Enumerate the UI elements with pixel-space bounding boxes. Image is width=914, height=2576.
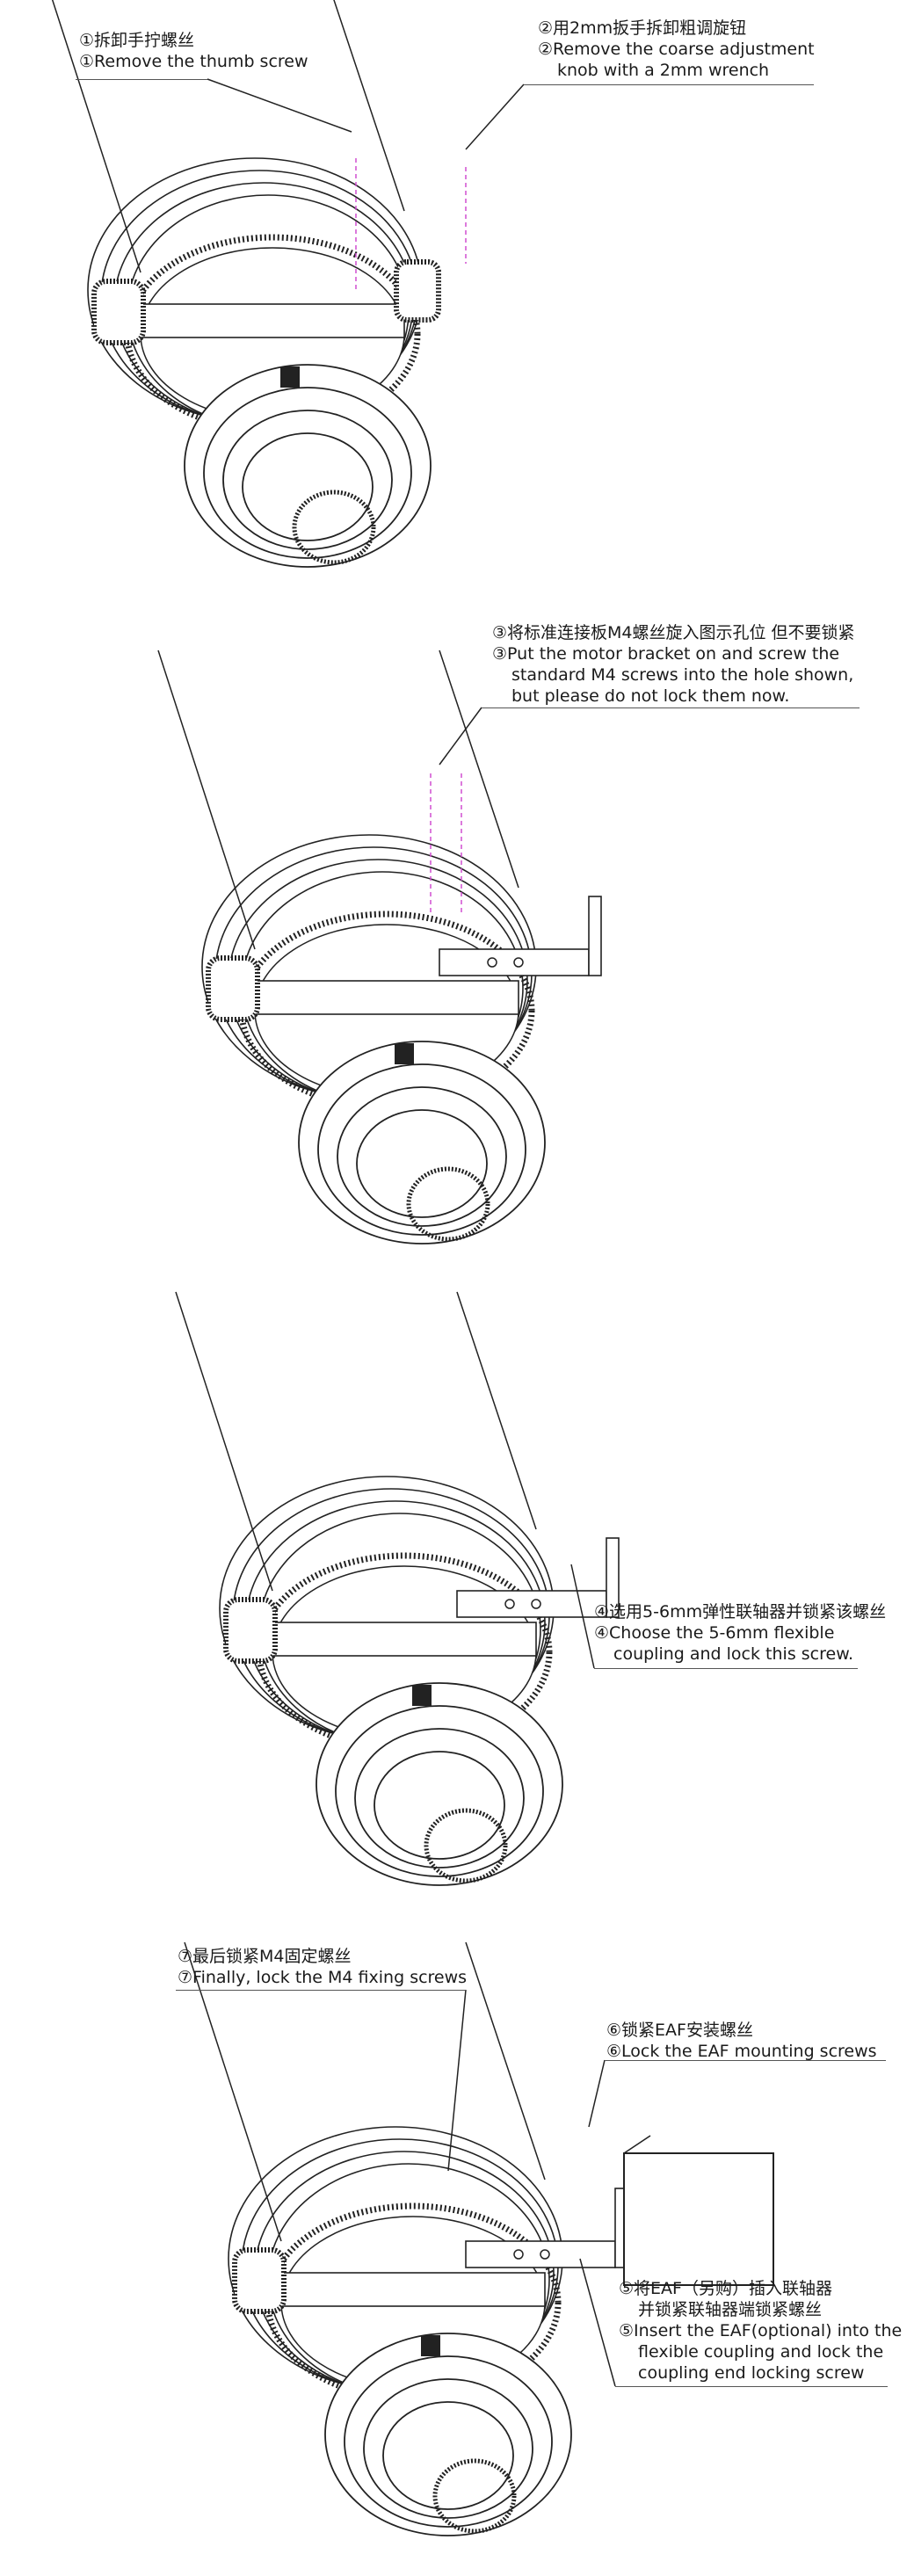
tube-edge-line [439,649,519,889]
pinion-shaft [272,1622,537,1657]
step-2-underline [524,84,814,85]
step-1-en: ①Remove the thumb screw [79,52,308,71]
pinion-shaft [280,2272,546,2307]
drawtube-ring [222,410,393,550]
eaf-motor [623,2152,774,2286]
step-4-en-1: ④Choose the 5-6mm flexible [594,1623,835,1643]
drawtube-ring [324,2333,572,2536]
drawtube-ring [242,432,374,541]
drawtube-ring [356,1109,488,1218]
step-4-note: ④选用5-6mm弹性联轴器并锁紧该螺丝 ④Choose the 5-6mm fl… [594,1601,886,1665]
motor-bracket-upright [606,1537,620,1618]
step-2-en-1: ②Remove the coarse adjustment [538,40,815,59]
tube-edge-line [465,1941,546,2181]
drawtube-ring [203,387,412,559]
step-5-zh-2: 并锁紧联轴器端锁紧螺丝 [638,2300,823,2319]
coarse-knob-left [232,2247,287,2314]
tube-edge-line [333,0,405,212]
m4-screw [531,1599,541,1609]
step-5-note: ⑤将EAF（另购）插入联轴器 并锁紧联轴器端锁紧螺丝 ⑤Insert the E… [619,2278,902,2384]
tube-edge-line [456,1291,537,1530]
eyepiece-opening [292,490,376,565]
drawtube-ring [382,2401,514,2510]
pinion-shaft [140,303,405,338]
leader-line [588,2059,606,2128]
leader-line [439,707,482,766]
thumb-screw [280,366,300,388]
coarse-knob-left [91,279,146,345]
tube-edge-line [157,649,256,950]
drawtube-ring [363,2378,533,2519]
drawtube-ring [298,1041,546,1244]
step-4-en-2: coupling and lock this screw. [613,1644,854,1664]
drawtube-ring [374,1751,505,1860]
tube-edge-line [184,1941,282,2242]
m4-screw [540,2249,550,2260]
tube-edge-line [175,1291,273,1592]
leader-line [579,2258,616,2387]
eyepiece-opening [432,2458,517,2534]
step-3-zh: ③将标准连接板M4螺丝旋入图示孔位 但不要锁紧 [492,623,855,642]
tube-edge-line [51,0,141,273]
eyepiece-opening [424,1808,508,1883]
coarse-knob-right [394,259,441,323]
step-5-en-1: ⑤Insert the EAF(optional) into the [619,2321,903,2340]
leader-line [570,1564,595,1669]
m4-screw [513,2249,524,2260]
step-6-en: ⑥Lock the EAF mounting screws [606,2042,877,2061]
drawtube-ring [335,1705,544,1877]
step-5-zh-1: ⑤将EAF（另购）插入联轴器 [619,2279,832,2298]
drawtube-ring [184,364,432,568]
m4-screw [487,957,497,968]
step-6-note: ⑥锁紧EAF安装螺丝 ⑥Lock the EAF mounting screws [606,2020,877,2062]
step-2-zh: ②用2mm扳手拆卸粗调旋钮 [538,18,747,38]
step-3-en-2: standard M4 screws into the hole shown, [511,665,854,685]
thumb-screw [412,1685,432,1706]
drawtube-ring [354,1728,525,1869]
step-7-zh: ⑦最后锁紧M4固定螺丝 [178,1947,352,1966]
step-3-en-3: but please do not lock them now. [511,686,790,706]
step-5-en-2: flexible coupling and lock the [638,2342,884,2362]
m4-screw [504,1599,515,1609]
step-4-zh: ④选用5-6mm弹性联轴器并锁紧该螺丝 [594,1602,887,1622]
step-7-underline [176,1990,466,1991]
coarse-knob-left [223,1597,278,1664]
step-1-zh: ①拆卸手拧螺丝 [79,31,195,50]
step-6-zh: ⑥锁紧EAF安装螺丝 [606,2021,753,2040]
motor-bracket-upright [588,896,602,976]
step-5-en-3: coupling end locking screw [638,2363,865,2383]
drawtube-ring [316,1682,563,1886]
eyepiece-opening [406,1166,490,1242]
step-3-en-1: ③Put the motor bracket on and screw the [492,644,840,664]
leader-line [207,78,352,133]
drawtube-ring [317,1063,526,1236]
step-3-underline [482,707,860,708]
leader-line [465,83,525,150]
leader-line [447,1989,467,2172]
step-3-note: ③将标准连接板M4螺丝旋入图示孔位 但不要锁紧 ③Put the motor b… [492,622,855,707]
step-7-note: ⑦最后锁紧M4固定螺丝 ⑦Finally, lock the M4 fixing… [178,1946,467,1988]
step-6-underline [605,2060,886,2061]
eaf-edge [623,2135,651,2154]
step-5-underline [615,2386,888,2387]
step-4-underline [594,1668,858,1669]
drawtube-ring [344,2355,553,2528]
step-7-en: ⑦Finally, lock the M4 fixing screws [178,1968,468,1987]
step-2-note: ②用2mm扳手拆卸粗调旋钮 ②Remove the coarse adjustm… [538,18,815,81]
m4-screw [513,957,524,968]
pinion-shaft [254,980,519,1015]
thumb-screw [421,2335,440,2356]
thumb-screw [395,1043,414,1064]
step-2-en-2: knob with a 2mm wrench [557,61,770,80]
step-1-note: ①拆卸手拧螺丝 ①Remove the thumb screw [79,30,308,72]
step-1-underline [76,79,207,80]
drawtube-ring [337,1086,507,1227]
coarse-knob-left [206,955,260,1022]
